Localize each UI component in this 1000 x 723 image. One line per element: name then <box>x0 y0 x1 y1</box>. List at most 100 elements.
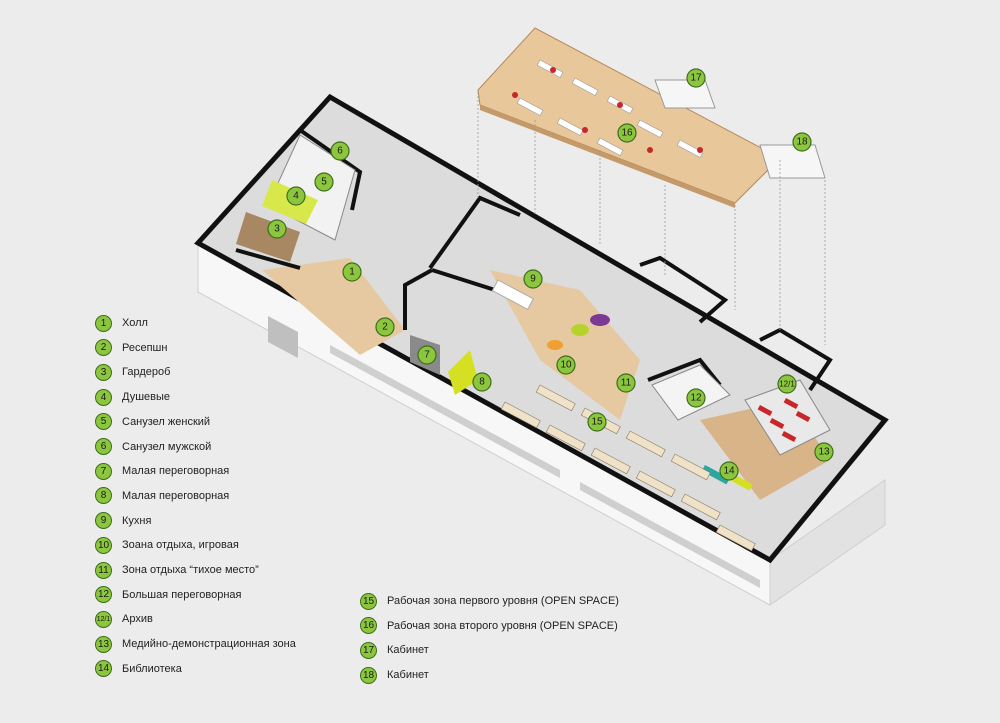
marker-circle <box>792 132 812 152</box>
marker-number: 11 <box>621 378 632 389</box>
interior-walls <box>235 128 833 392</box>
marker-number: 8 <box>479 377 485 388</box>
marker-circle <box>286 186 306 206</box>
legend-number-badge: 6 <box>95 438 112 455</box>
plan-marker-15: 15 <box>587 412 607 432</box>
legend-label: Холл <box>122 317 148 329</box>
lounge-chair <box>547 340 563 350</box>
legend-label: Кабинет <box>387 669 429 682</box>
legend-label: Ресепшн <box>122 341 168 354</box>
legend-label: Рабочая зона первого уровня (OPEN SPACE) <box>387 595 619 607</box>
plan-marker-10: 10 <box>556 355 576 375</box>
marker-number: 3 <box>274 224 280 235</box>
legend-label: Санузел мужской <box>122 440 212 453</box>
legend-number-badge: 10 <box>95 536 112 554</box>
legend-label: Рабочая зона второго уровня (OPEN SPACE) <box>387 619 618 632</box>
legend-label: Душевые <box>122 391 171 404</box>
mezzanine-level <box>477 27 781 204</box>
projection-lines <box>477 92 826 345</box>
marker-number: 14 <box>723 466 735 477</box>
plan-marker-14: 14 <box>719 461 739 481</box>
legend-item: 8 Малая переговорная <box>95 486 229 506</box>
legend-item: 4 Душевые <box>95 387 170 407</box>
plan-marker-2: 2 <box>375 317 395 337</box>
facade-windows <box>268 316 760 588</box>
plan-marker-9: 9 <box>523 269 543 289</box>
legend-item: 7 Малая переговорная <box>95 461 229 481</box>
mezzanine-chairs <box>512 67 703 153</box>
marker-number: 12 <box>690 393 702 404</box>
legend-number-badge: 16 <box>360 617 377 635</box>
legend-number-badge: 18 <box>360 666 377 684</box>
facade-right <box>769 479 886 606</box>
marker-number: 16 <box>621 128 633 139</box>
plan-marker-13: 13 <box>814 442 834 462</box>
plan-marker-11: 11 <box>616 373 636 393</box>
legend-label: Санузел женский <box>122 415 211 428</box>
legend-label: Большая переговорная <box>122 588 242 601</box>
plan-marker-7: 7 <box>417 345 437 365</box>
marker-number: 10 <box>560 360 572 371</box>
legend-number-badge: 8 <box>95 487 112 505</box>
plan-marker-1: 1 <box>342 262 362 282</box>
marker-number: 15 <box>591 417 603 428</box>
legend-number-badge: 13 <box>95 635 112 653</box>
plan-marker-6: 6 <box>330 141 350 161</box>
wardrobe-area <box>236 212 300 262</box>
legend-number-badge: 14 <box>95 660 112 678</box>
plan-marker-4: 4 <box>286 186 306 206</box>
marker-number: 5 <box>321 177 327 188</box>
marker-circle <box>342 262 362 282</box>
library-sofa <box>731 475 753 491</box>
marker-circle <box>814 442 834 462</box>
marker-circle <box>314 172 334 192</box>
media-zone-seats <box>757 398 811 442</box>
legend-number-badge: 7 <box>95 462 112 480</box>
legend-label: Малая переговорная <box>122 489 230 502</box>
marker-circle <box>472 372 492 392</box>
meeting-room-8 <box>448 350 478 395</box>
legend-number-badge: 17 <box>360 641 377 659</box>
legend-number-badge: 3 <box>95 363 112 381</box>
legend-number-badge: 9 <box>95 512 112 530</box>
plan-marker-3: 3 <box>267 219 287 239</box>
marker-number: 13 <box>818 447 830 458</box>
marker-number: 9 <box>530 274 536 285</box>
lounge-chair <box>571 324 589 336</box>
office-18-box <box>759 144 826 179</box>
marker-circle <box>556 355 576 375</box>
legend-label: Архив <box>122 613 153 626</box>
legend-number-badge: 4 <box>95 388 112 406</box>
marker-circle <box>417 345 437 365</box>
legend-item: 16 Рабочая зона второго уровня (OPEN SPAC… <box>360 616 618 636</box>
marker-circle <box>617 123 637 143</box>
marker-circle <box>523 269 543 289</box>
legend-label: Кухня <box>122 514 152 527</box>
legend-number-badge: 11 <box>95 561 112 579</box>
legend-item: 18 Кабинет <box>360 665 429 685</box>
legend-label: Малая переговорная <box>122 465 230 478</box>
plan-marker-17: 17 <box>686 68 706 88</box>
marker-number: 4 <box>293 191 299 202</box>
marker-number: 6 <box>337 146 343 157</box>
legend-number-badge: 15 <box>360 592 377 610</box>
marker-circle <box>686 68 706 88</box>
library-sofa <box>701 465 730 485</box>
marker-number: 1 <box>349 267 355 278</box>
plan-marker-8: 8 <box>472 372 492 392</box>
marker-circle <box>267 219 287 239</box>
legend-item: 9 Кухня <box>95 511 151 531</box>
legend-item: 6 Санузел мужской <box>95 437 211 457</box>
plan-marker-12: 12 <box>686 388 706 408</box>
reception-floor <box>262 258 405 355</box>
